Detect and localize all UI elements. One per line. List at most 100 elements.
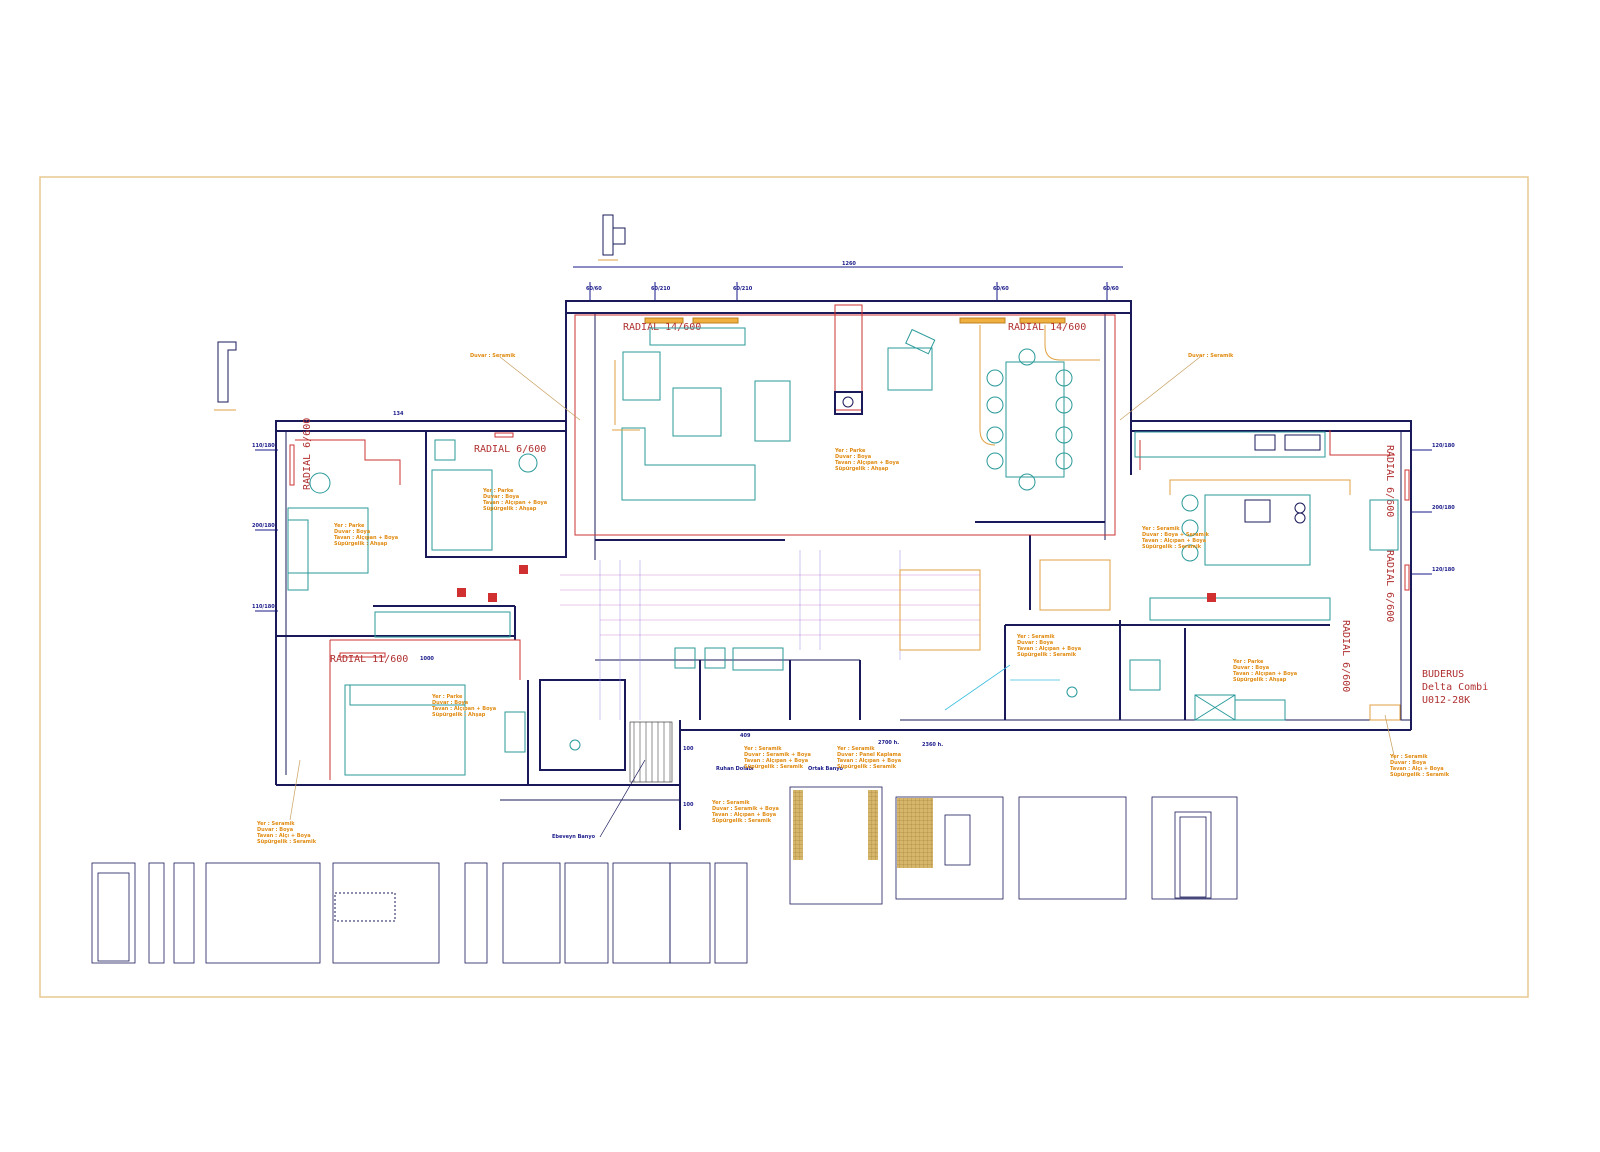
key-plan-symbol-left: [214, 341, 237, 411]
sheet-border: [39, 176, 1529, 998]
svg-text:Duvar : Boya + Seramik: Duvar : Boya + Seramik: [1142, 532, 1210, 538]
svg-text:Duvar : Boya: Duvar : Boya: [432, 700, 468, 706]
boiler-brand: BUDERUS: [1422, 669, 1464, 680]
svg-text:200/180: 200/180: [252, 523, 275, 529]
svg-text:Süpürgelik : Seramik: Süpürgelik : Seramik: [1390, 772, 1450, 778]
svg-text:110/180: 110/180: [252, 604, 275, 610]
finish-schedule-living: Yer : Parke Duvar : Boya Tavan : Alçıpan…: [834, 448, 899, 472]
dim-134: 134: [393, 411, 404, 417]
svg-text:60/60: 60/60: [1103, 286, 1119, 292]
finish-schedule-utility: Yer : Seramik Duvar : Boya Tavan : Alçı …: [1389, 754, 1450, 778]
svg-text:Yer : Parke: Yer : Parke: [482, 488, 514, 494]
svg-text:Yer : Seramik: Yer : Seramik: [1141, 526, 1180, 532]
svg-text:Duvar : Boya: Duvar : Boya: [257, 827, 293, 833]
radiator-label-master: RADIAL 11/600: [330, 654, 408, 665]
svg-text:Tavan : Alçı + Boya: Tavan : Alçı + Boya: [257, 833, 311, 839]
radiator-label-living-right: RADIAL 14/600: [1008, 322, 1086, 333]
svg-text:Duvar : Boya: Duvar : Boya: [483, 494, 519, 500]
svg-text:Süpürgelik : Seramik: Süpürgelik : Seramik: [712, 818, 772, 824]
hall-plumbing-lines: [560, 550, 1111, 720]
callout-common-bath: Ortak Banyo: [808, 766, 844, 772]
svg-text:Tavan : Alçıpan + Boya: Tavan : Alçıpan + Boya: [1142, 538, 1206, 544]
svg-text:Duvar : Seramik + Boya: Duvar : Seramik + Boya: [712, 806, 779, 812]
finish-lines: [295, 304, 1395, 780]
radiator-label-bedroom2: RADIAL 6/600: [474, 444, 546, 455]
bedroom-furniture: [287, 439, 538, 776]
boiler-symbol: [1369, 704, 1401, 721]
svg-text:Yer : Parke: Yer : Parke: [333, 523, 365, 529]
radiator-label-utility: RADIAL 6/600: [1340, 620, 1351, 692]
finish-schedule-master: Yer : Parke Duvar : Boya Tavan : Alçıpan…: [431, 694, 496, 718]
svg-text:Tavan : Alçıpan + Boya: Tavan : Alçıpan + Boya: [483, 500, 547, 506]
svg-text:60/210: 60/210: [733, 286, 753, 292]
finish-schedule-hall: Yer : Seramik Duvar : Boya Tavan : Alçıp…: [1016, 634, 1081, 658]
svg-text:Yer : Seramik: Yer : Seramik: [1016, 634, 1055, 640]
svg-text:Duvar : Boya: Duvar : Boya: [1390, 760, 1426, 766]
living-furniture: [612, 327, 936, 501]
svg-text:Tavan : Alçıpan + Boya: Tavan : Alçıpan + Boya: [712, 812, 776, 818]
wall-elevations: [91, 786, 1238, 964]
kitchen-furniture: [1134, 431, 1399, 621]
svg-text:Süpürgelik : Ahşap: Süpürgelik : Ahşap: [483, 506, 537, 512]
svg-text:Süpürgelik : Seramik: Süpürgelik : Seramik: [837, 764, 897, 770]
key-plan-symbol-top: [598, 214, 626, 261]
finish-schedule-bedroom1: Yer : Parke Duvar : Boya Tavan : Alçıpan…: [333, 523, 398, 547]
bathroom-fixtures: [569, 647, 1286, 783]
svg-text:120/180: 120/180: [1432, 567, 1455, 573]
svg-text:Yer : Seramik: Yer : Seramik: [743, 746, 782, 752]
finish-schedule-left-bottom: Yer : Seramik Duvar : Boya Tavan : Alçı …: [256, 821, 317, 845]
dim-100-b: 100: [683, 802, 694, 808]
svg-text:200/180: 200/180: [1432, 505, 1455, 511]
svg-text:Yer : Seramik: Yer : Seramik: [1389, 754, 1428, 760]
dim-100-a: 100: [683, 746, 694, 752]
svg-text:Tavan : Alçıpan + Boya: Tavan : Alçıpan + Boya: [835, 460, 899, 466]
svg-text:60/60: 60/60: [586, 286, 602, 292]
svg-text:Yer : Parke: Yer : Parke: [1232, 659, 1264, 665]
callout-parent-bath: Ebeveyn Banyo: [552, 834, 596, 840]
svg-text:Süpürgelik : Seramik: Süpürgelik : Seramik: [1142, 544, 1202, 550]
finish-schedule-bedroom2: Yer : Parke Duvar : Boya Tavan : Alçıpan…: [482, 488, 547, 512]
exterior-walls: [275, 300, 1412, 830]
radiator-label-kitchen-bottom: RADIAL 6/600: [1384, 550, 1395, 622]
finish-schedule-wc: Yer : Seramik Duvar : Seramik + Boya Tav…: [711, 800, 779, 824]
svg-text:Yer : Seramik: Yer : Seramik: [256, 821, 295, 827]
callout-wall-left: Duvar : Seramik: [470, 353, 516, 359]
dim-409: 409: [740, 733, 751, 739]
svg-text:Süpürgelik : Ahşap: Süpürgelik : Ahşap: [334, 541, 388, 547]
svg-text:60/60: 60/60: [993, 286, 1009, 292]
svg-text:110/180: 110/180: [252, 443, 275, 449]
svg-text:Yer : Parke: Yer : Parke: [834, 448, 866, 454]
svg-text:Tavan : Alçıpan + Boya: Tavan : Alçıpan + Boya: [837, 758, 901, 764]
svg-text:Tavan : Alçıpan + Boya: Tavan : Alçıpan + Boya: [744, 758, 808, 764]
overall-dimension: 1260: [842, 261, 856, 267]
svg-text:Duvar : Boya: Duvar : Boya: [835, 454, 871, 460]
boiler-code: U012-28K: [1422, 695, 1470, 706]
left-window-tags: 110/180 200/180 110/180: [252, 443, 278, 612]
callout-wall-right: Duvar : Seramik: [1188, 353, 1234, 359]
svg-text:Süpürgelik : Ahşap: Süpürgelik : Ahşap: [835, 466, 889, 472]
svg-text:Tavan : Alçı + Boya: Tavan : Alçı + Boya: [1390, 766, 1444, 772]
callout-leaders: [289, 356, 1396, 838]
svg-text:Süpürgelik : Seramik: Süpürgelik : Seramik: [257, 839, 317, 845]
boiler-model: Delta Combi: [1422, 682, 1488, 693]
height-label-2: 2360 h.: [922, 742, 943, 748]
radiator-label-kitchen-top: RADIAL 6/600: [1384, 445, 1395, 517]
svg-text:Duvar : Panel Kaplama: Duvar : Panel Kaplama: [837, 752, 901, 758]
svg-text:Yer : Seramik: Yer : Seramik: [711, 800, 750, 806]
height-label-1: 2700 h.: [878, 740, 899, 746]
svg-text:Tavan : Alçıpan + Boya: Tavan : Alçıpan + Boya: [1017, 646, 1081, 652]
top-window-tags: 60/60 60/210 60/210 60/60 60/60: [586, 282, 1119, 302]
svg-text:Süpürgelik : Seramik: Süpürgelik : Seramik: [1017, 652, 1077, 658]
svg-text:Duvar : Seramik + Boya: Duvar : Seramik + Boya: [744, 752, 811, 758]
right-window-tags: 120/180 200/180 120/180: [1410, 443, 1455, 575]
dining-furniture: [979, 325, 1100, 491]
radiator-bars: [289, 317, 1410, 658]
finish-schedule-bath1: Yer : Seramik Duvar : Seramik + Boya Tav…: [743, 746, 811, 770]
svg-text:60/210: 60/210: [651, 286, 671, 292]
finish-schedule-bath2: Yer : Seramik Duvar : Panel Kaplama Tava…: [836, 746, 901, 770]
svg-text:Süpürgelik : Seramik: Süpürgelik : Seramik: [744, 764, 804, 770]
svg-text:Yer : Parke: Yer : Parke: [431, 694, 463, 700]
svg-text:Süpürgelik : Ahşap: Süpürgelik : Ahşap: [432, 712, 486, 718]
svg-text:Duvar : Boya: Duvar : Boya: [1233, 665, 1269, 671]
